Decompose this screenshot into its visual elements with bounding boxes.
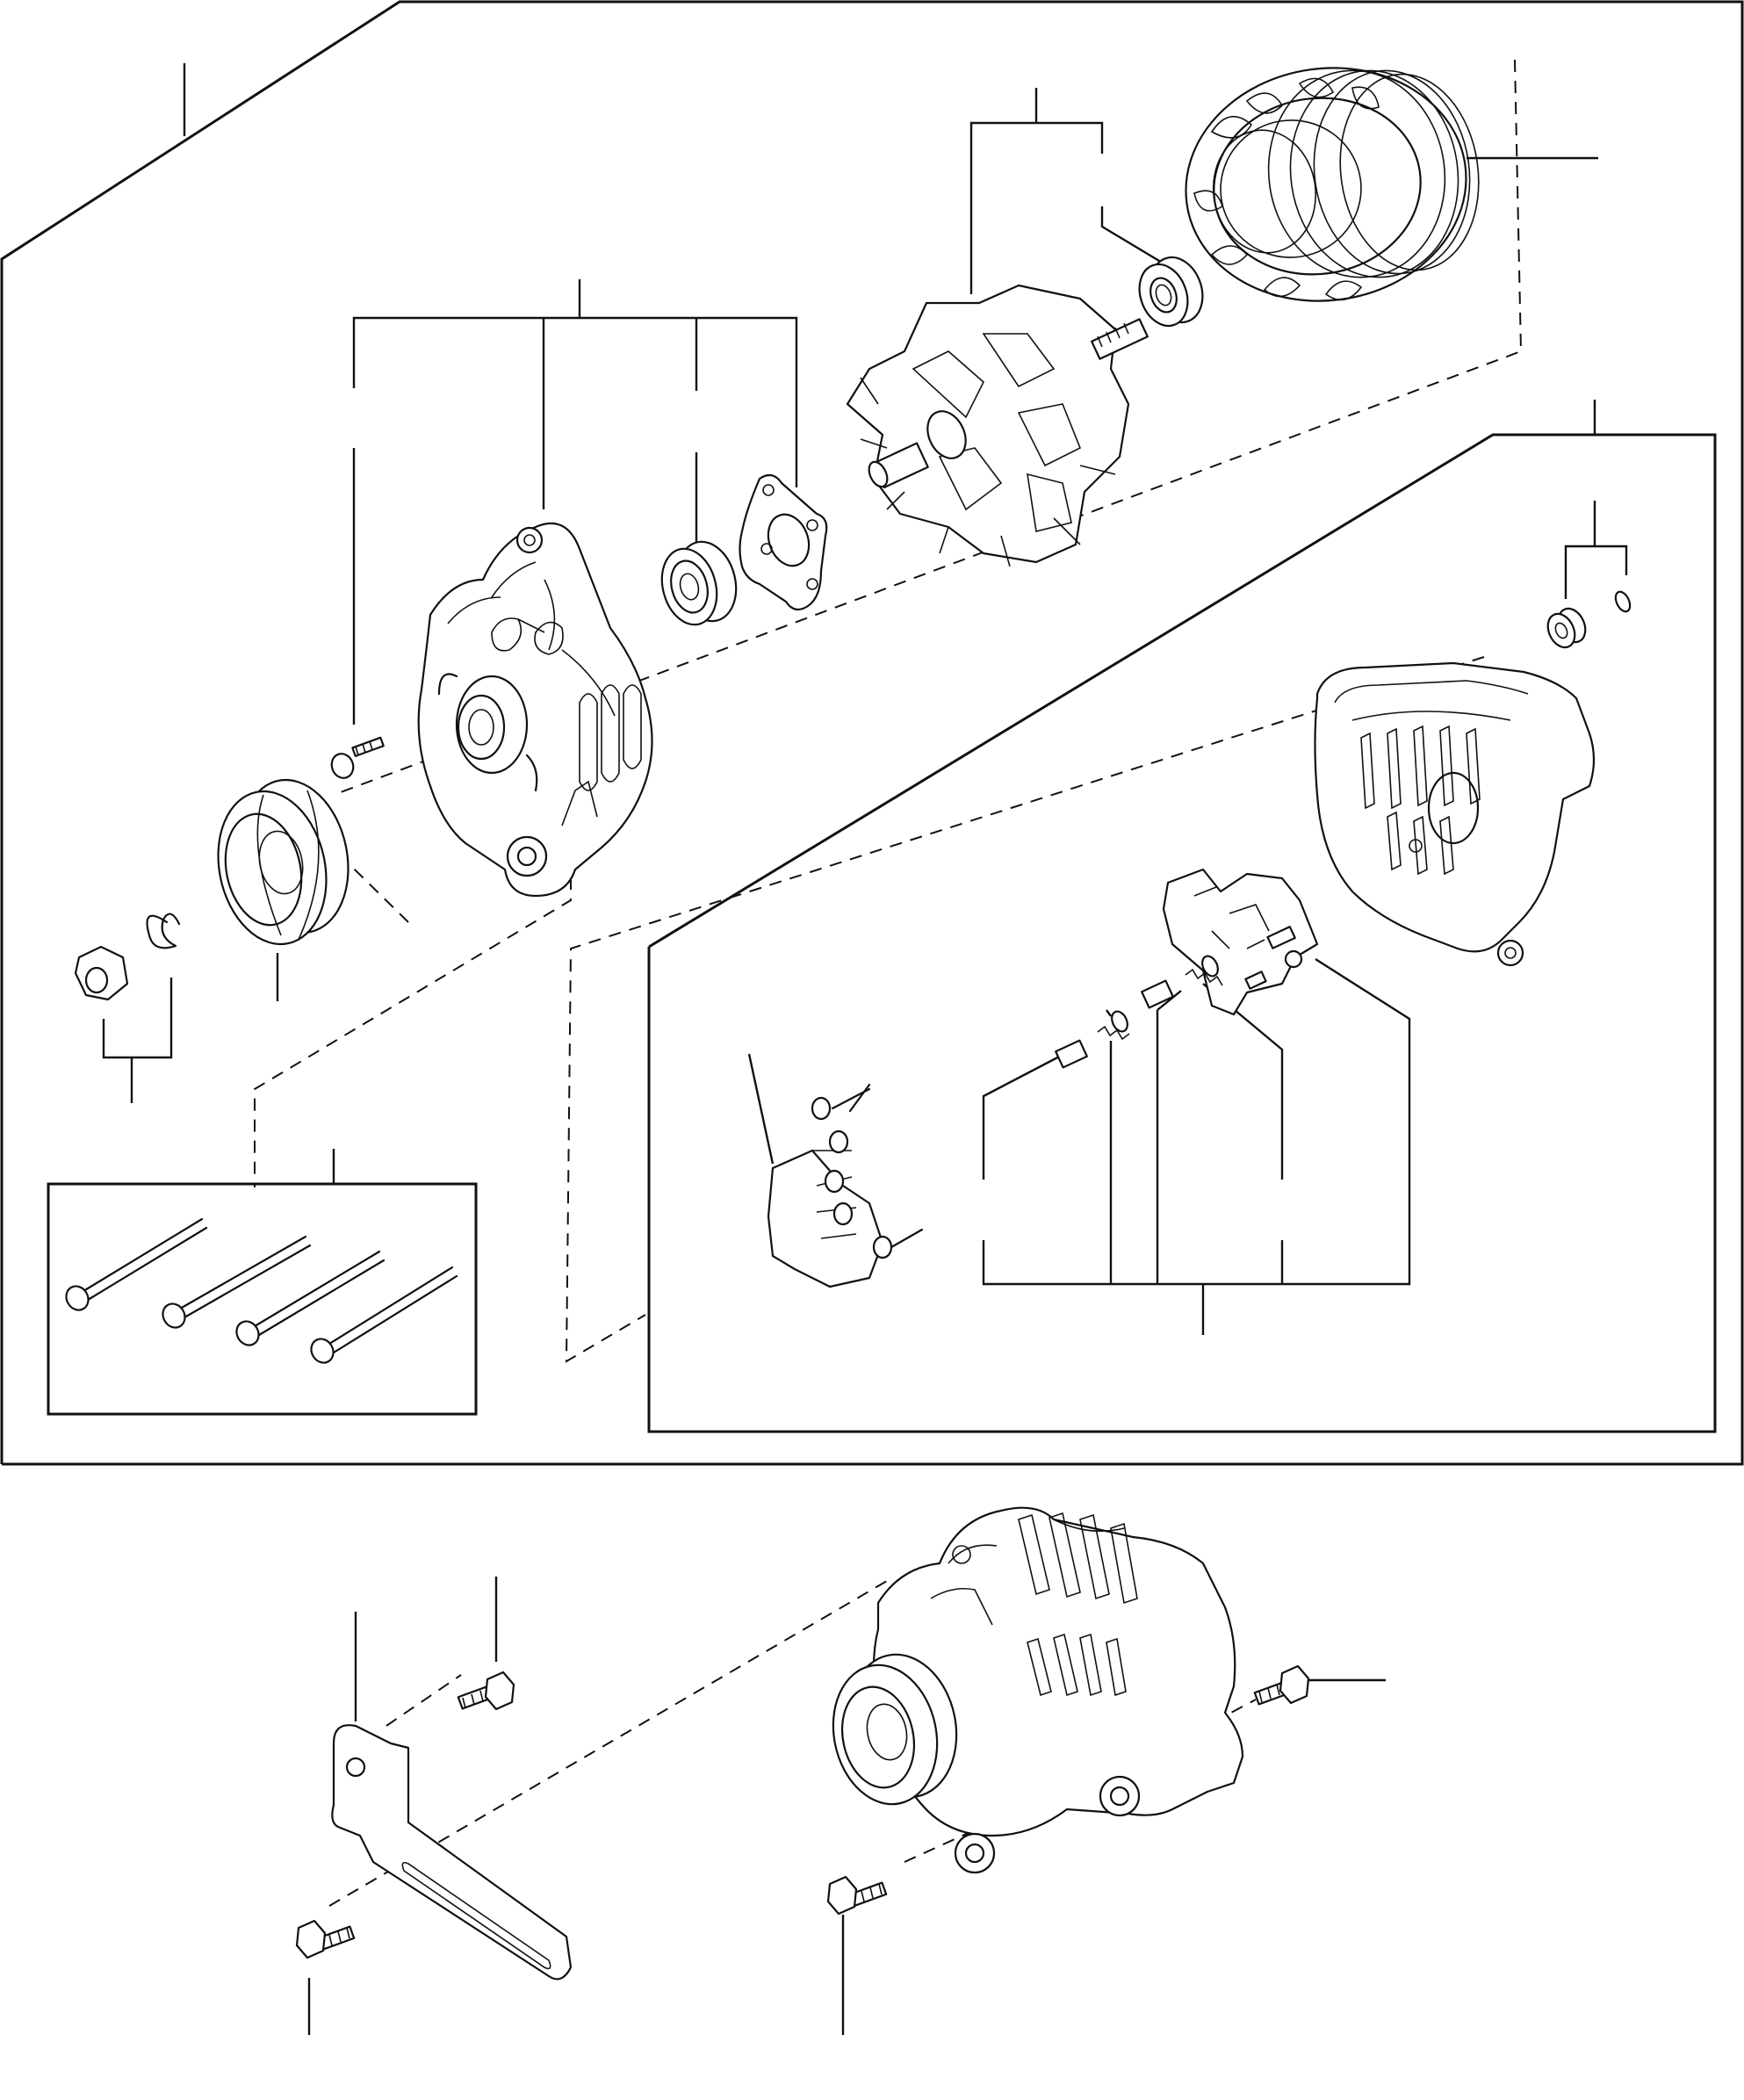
pulley-icon <box>217 778 350 946</box>
collar-icon <box>1546 590 1632 649</box>
bolt-icon <box>826 1875 888 1916</box>
frame-through-bolts <box>47 1182 478 1416</box>
bolt-icon <box>310 1266 458 1364</box>
stator-icon <box>1185 67 1480 302</box>
bolt-icon <box>65 1217 208 1311</box>
housing-icon <box>417 522 653 898</box>
bolt-icon <box>1253 1664 1310 1706</box>
bracket-icon <box>331 1724 573 1981</box>
spring-icon <box>1055 1010 1130 1069</box>
alternator-icon <box>832 1506 1244 1874</box>
bolt-icon <box>457 1671 515 1711</box>
bolt-icon <box>162 1235 312 1329</box>
bearing-icon <box>1138 256 1204 328</box>
collar-icon <box>146 913 181 949</box>
housing-icon <box>1314 661 1596 967</box>
rectifier-icon <box>767 1083 924 1288</box>
bolt-icon <box>330 736 385 779</box>
frame-outer <box>0 0 1744 1466</box>
bolt-icon <box>235 1250 386 1346</box>
bearing-icon <box>660 540 738 626</box>
nut-icon <box>74 945 129 1001</box>
frame-rear-subassembly <box>647 433 1717 1433</box>
rotor-icon <box>846 284 1149 567</box>
plate-icon <box>739 473 828 611</box>
bolt-icon <box>295 1919 356 1959</box>
spring-icon <box>1141 955 1223 1009</box>
brush-holder-icon <box>1162 868 1319 1016</box>
